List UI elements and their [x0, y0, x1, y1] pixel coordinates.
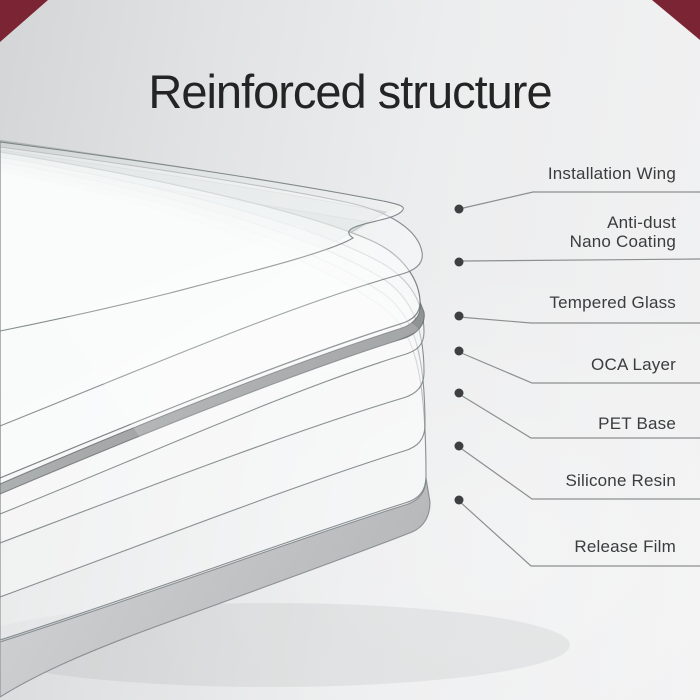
callout-text: Silicone Resin	[565, 471, 676, 490]
layer-installation-wing	[0, 141, 404, 332]
callout-line-pet-base	[458, 393, 700, 439]
callout-dot-silicone-resin	[454, 441, 464, 451]
callout-dot-oca	[454, 346, 464, 356]
callout-text: OCA Layer	[591, 355, 676, 374]
layer-release-film-edge	[0, 477, 431, 698]
callout-text: Anti-dust	[607, 213, 676, 232]
callout-line-silicone-resin	[458, 446, 700, 500]
callout-text: Installation Wing	[547, 164, 676, 183]
callout-line-tempered-glass	[458, 316, 700, 324]
sheet-highlight	[60, 225, 420, 452]
callout-label-pet-base: PET Base	[598, 414, 676, 434]
callout-label-tempered-glass: Tempered Glass	[549, 293, 676, 313]
callout-line-nano-coating	[462, 258, 700, 262]
callout-text: PET Base	[598, 414, 676, 433]
callout-dot-tempered-glass	[454, 311, 464, 321]
callout-label-installation-wing: Installation Wing	[547, 164, 676, 184]
layer-nano-coating	[0, 146, 423, 427]
callout-line-oca	[458, 351, 700, 384]
corner-accent-left	[0, 0, 48, 42]
callout-dot-nano-coating	[454, 257, 464, 267]
callout-text: Nano Coating	[569, 231, 676, 251]
page-title: Reinforced structure	[148, 65, 552, 118]
callout-line-release-film	[458, 500, 700, 567]
callout-line-installation-wing	[458, 191, 700, 210]
corner-accent-right	[652, 0, 700, 40]
callout-label-nano-coating: Anti-dust Nano Coating	[569, 213, 676, 251]
callout-text: Release Film	[574, 537, 676, 556]
callout-label-oca: OCA Layer	[591, 355, 676, 375]
callout-text: Tempered Glass	[549, 293, 676, 312]
callout-label-release-film: Release Film	[574, 537, 676, 557]
callout-dot-release-film	[454, 495, 464, 505]
callout-dot-installation-wing	[454, 204, 464, 214]
callout-dot-pet-base	[454, 388, 464, 398]
callout-label-silicone-resin: Silicone Resin	[565, 471, 676, 491]
layer-tempered-glass-edge	[0, 301, 425, 495]
layer-tempered-glass	[0, 151, 421, 479]
